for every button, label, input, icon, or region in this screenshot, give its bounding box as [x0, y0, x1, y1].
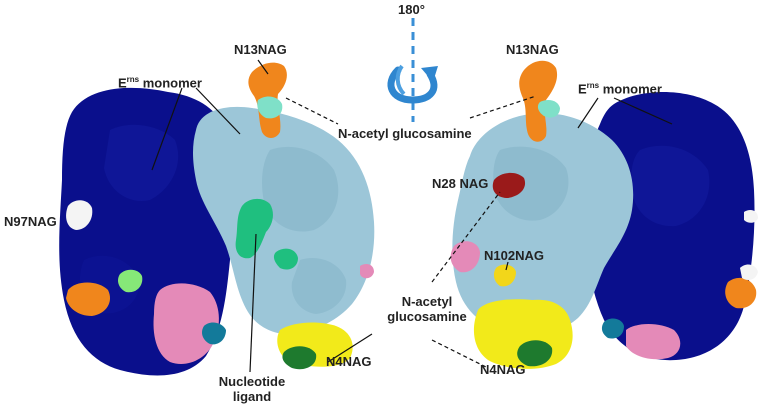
left-erns-label: Erns monomer [118, 75, 202, 91]
leader-lines [151, 59, 673, 373]
left-pink-patch [153, 283, 219, 364]
left-orange-patch [66, 282, 111, 316]
nag-top-label: N-acetyl glucosamine [338, 126, 472, 141]
right-n102-nag [493, 264, 516, 287]
rotation-label: 180° [398, 2, 425, 17]
left-n97-label: N97NAG [4, 214, 57, 229]
nucleotide-ligand-label: Nucleotide ligand [218, 374, 286, 404]
dashed-leader-lines [285, 95, 537, 369]
right-orange-patch [725, 277, 757, 309]
right-cyan-patch [601, 318, 624, 339]
right-white-patch [740, 264, 758, 280]
right-n28-label: N28 NAG [432, 176, 489, 191]
right-pink-patch-left [450, 241, 480, 273]
right-erns-monomer-dark [583, 92, 755, 361]
left-nucleotide-ligand [235, 198, 273, 259]
right-erns-label: Erns monomer [578, 81, 662, 97]
right-n28-nag [492, 172, 526, 198]
right-n4-label: N4NAG [480, 362, 526, 377]
left-cyan-patch [202, 322, 226, 345]
nag-mid-label: N-acetyl glucosamine [387, 294, 467, 324]
right-n13-nag [519, 60, 558, 142]
right-pink-patch [626, 324, 681, 360]
right-n4-darkgreen [517, 340, 553, 367]
left-n4-darkgreen [282, 346, 317, 370]
left-lightgreen-patch [118, 269, 143, 293]
left-n97-nag [66, 200, 93, 230]
left-n4-label: N4NAG [326, 354, 372, 369]
right-n102-label: N102NAG [484, 248, 544, 263]
left-n13-label: N13NAG [234, 42, 287, 57]
rotation-arrow-icon [387, 64, 438, 104]
right-n13-label: N13NAG [506, 42, 559, 57]
